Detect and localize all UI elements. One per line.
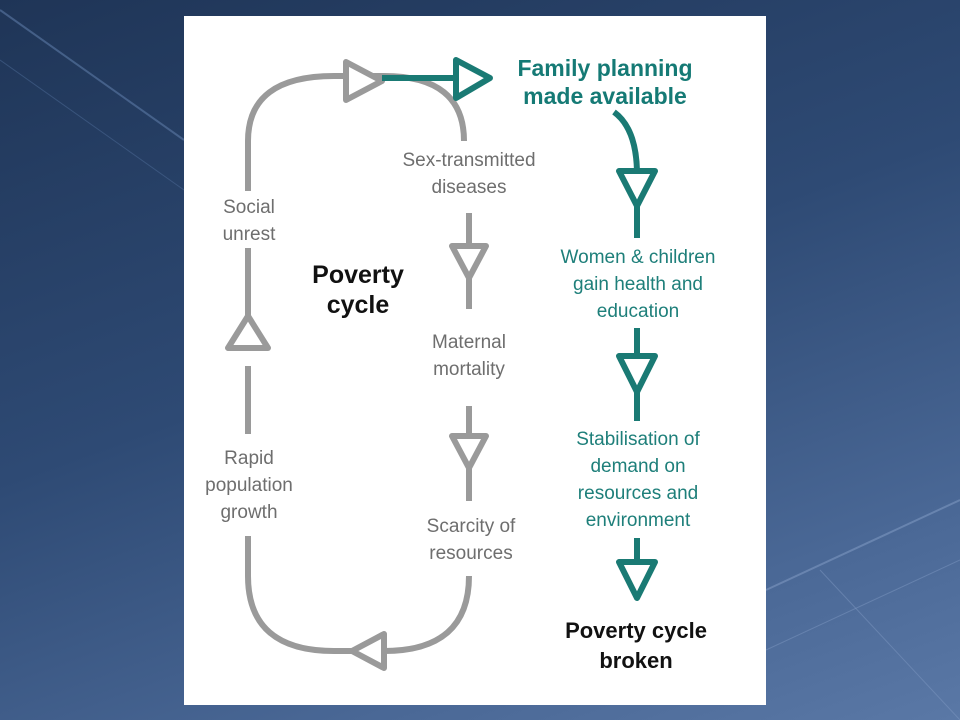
intervention-arrow-right <box>453 57 493 101</box>
cycle-arrow-top-right <box>343 59 385 103</box>
cycle-arrow-down-2 <box>449 433 489 471</box>
intervention-arrow-down-2 <box>616 353 658 395</box>
cycle-path-bottom-left <box>245 536 379 654</box>
node-stabilisation: Stabilisation of demand on resources and… <box>576 429 700 531</box>
cycle-path-bottom-right <box>383 575 472 654</box>
node-sex-transmitted-diseases: Sex-transmitted diseases <box>402 150 536 198</box>
cycle-arrow-up-left <box>225 313 271 351</box>
poverty-cycle-diagram <box>225 57 658 671</box>
node-women-children-health: Women & children gain health and educati… <box>560 247 716 322</box>
cycle-arrow-down-1 <box>449 243 489 281</box>
cycle-path-top <box>245 73 467 191</box>
cycle-arrow-bottom-left <box>349 631 387 671</box>
node-poverty-cycle-broken: Poverty cycle broken <box>565 618 707 673</box>
intervention-path-1 <box>612 109 640 172</box>
node-maternal-mortality: Maternal mortality <box>432 332 506 380</box>
node-social-unrest: Social unrest <box>222 197 276 245</box>
intervention-arrow-down-3 <box>616 559 658 601</box>
node-family-planning: Family planning made available <box>517 55 693 109</box>
node-scarcity-of-resources: Scarcity of resources <box>426 516 516 564</box>
diagram-panel: Social unrest Rapid population growth Se… <box>184 16 766 705</box>
cycle-title: Poverty cycle <box>312 261 404 319</box>
node-rapid-population-growth: Rapid population growth <box>205 448 293 523</box>
intervention-arrow-down-1 <box>616 168 658 209</box>
